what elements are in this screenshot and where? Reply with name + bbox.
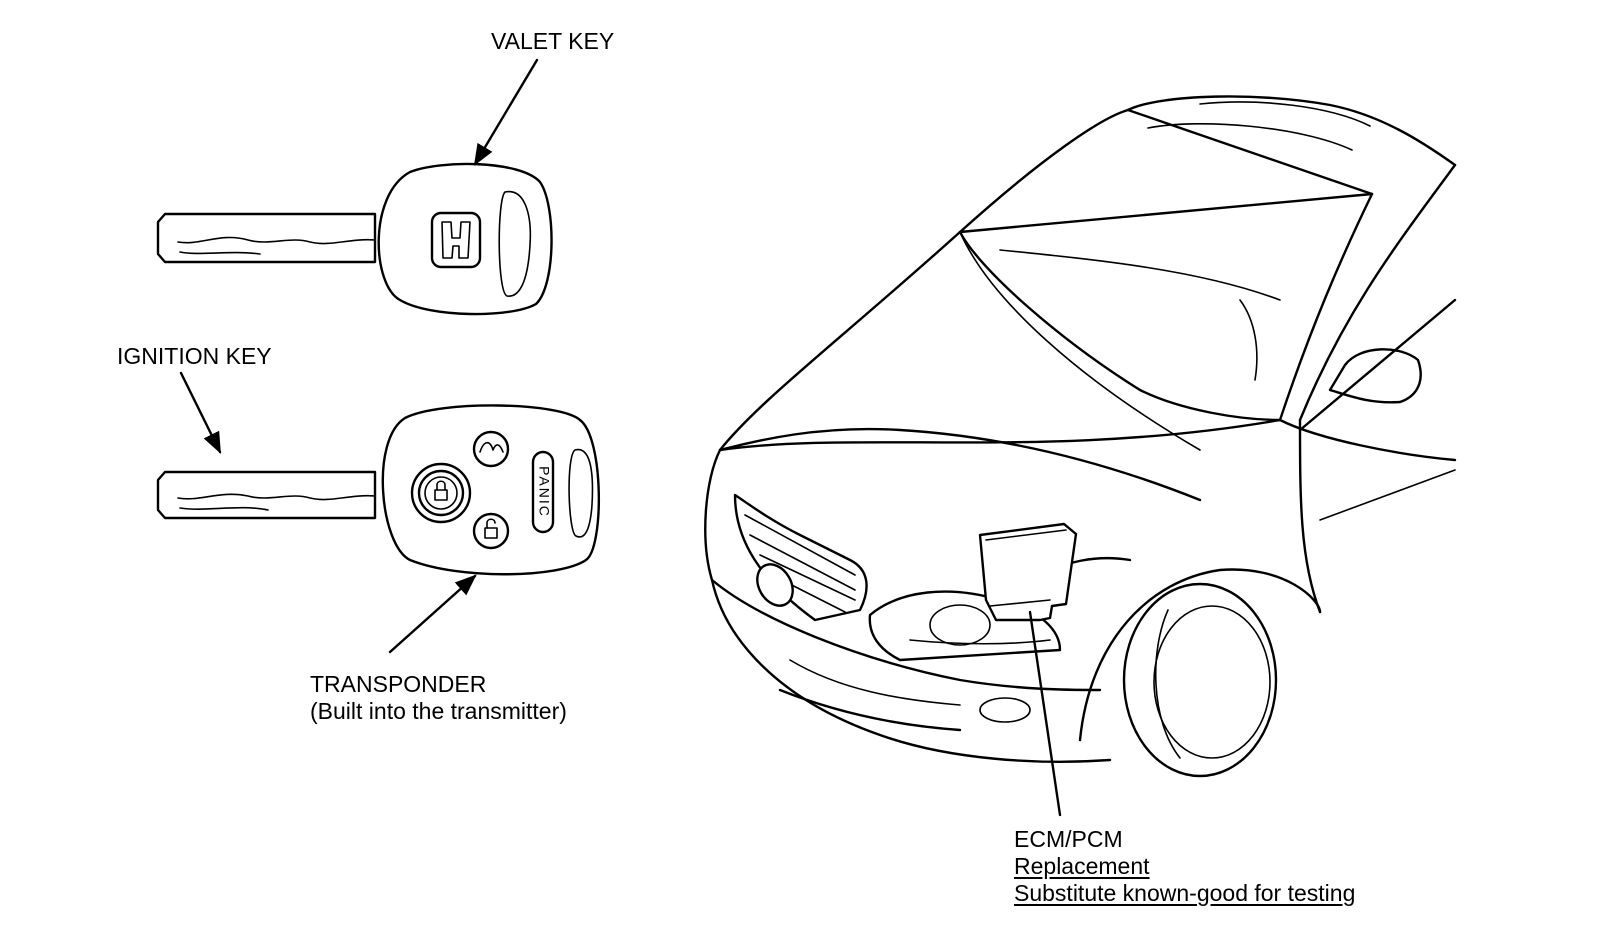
panic-button: PANIC <box>531 450 555 534</box>
car-illustration <box>704 95 1457 817</box>
honda-logo-icon <box>430 211 482 269</box>
lock-unlock-button-pad <box>410 462 472 524</box>
valet-key-label: VALET KEY <box>491 28 615 54</box>
valet-key <box>156 58 553 316</box>
ecm-pcm-label: ECM/PCM <box>1014 826 1123 852</box>
panic-button-label: PANIC <box>536 466 552 518</box>
trunk-icon <box>472 430 510 468</box>
ecm-module <box>978 522 1078 622</box>
substitute-label: Substitute known-good for testing <box>1014 880 1356 906</box>
ignition-key-label: IGNITION KEY <box>117 343 272 369</box>
transponder-label: TRANSPONDER <box>310 671 487 697</box>
replacement-label: Replacement <box>1014 853 1150 879</box>
lock-icon <box>434 480 448 501</box>
ignition-key: PANIC <box>156 371 601 654</box>
unlock-icon <box>472 512 510 550</box>
transponder-note: (Built into the transmitter) <box>310 698 567 724</box>
